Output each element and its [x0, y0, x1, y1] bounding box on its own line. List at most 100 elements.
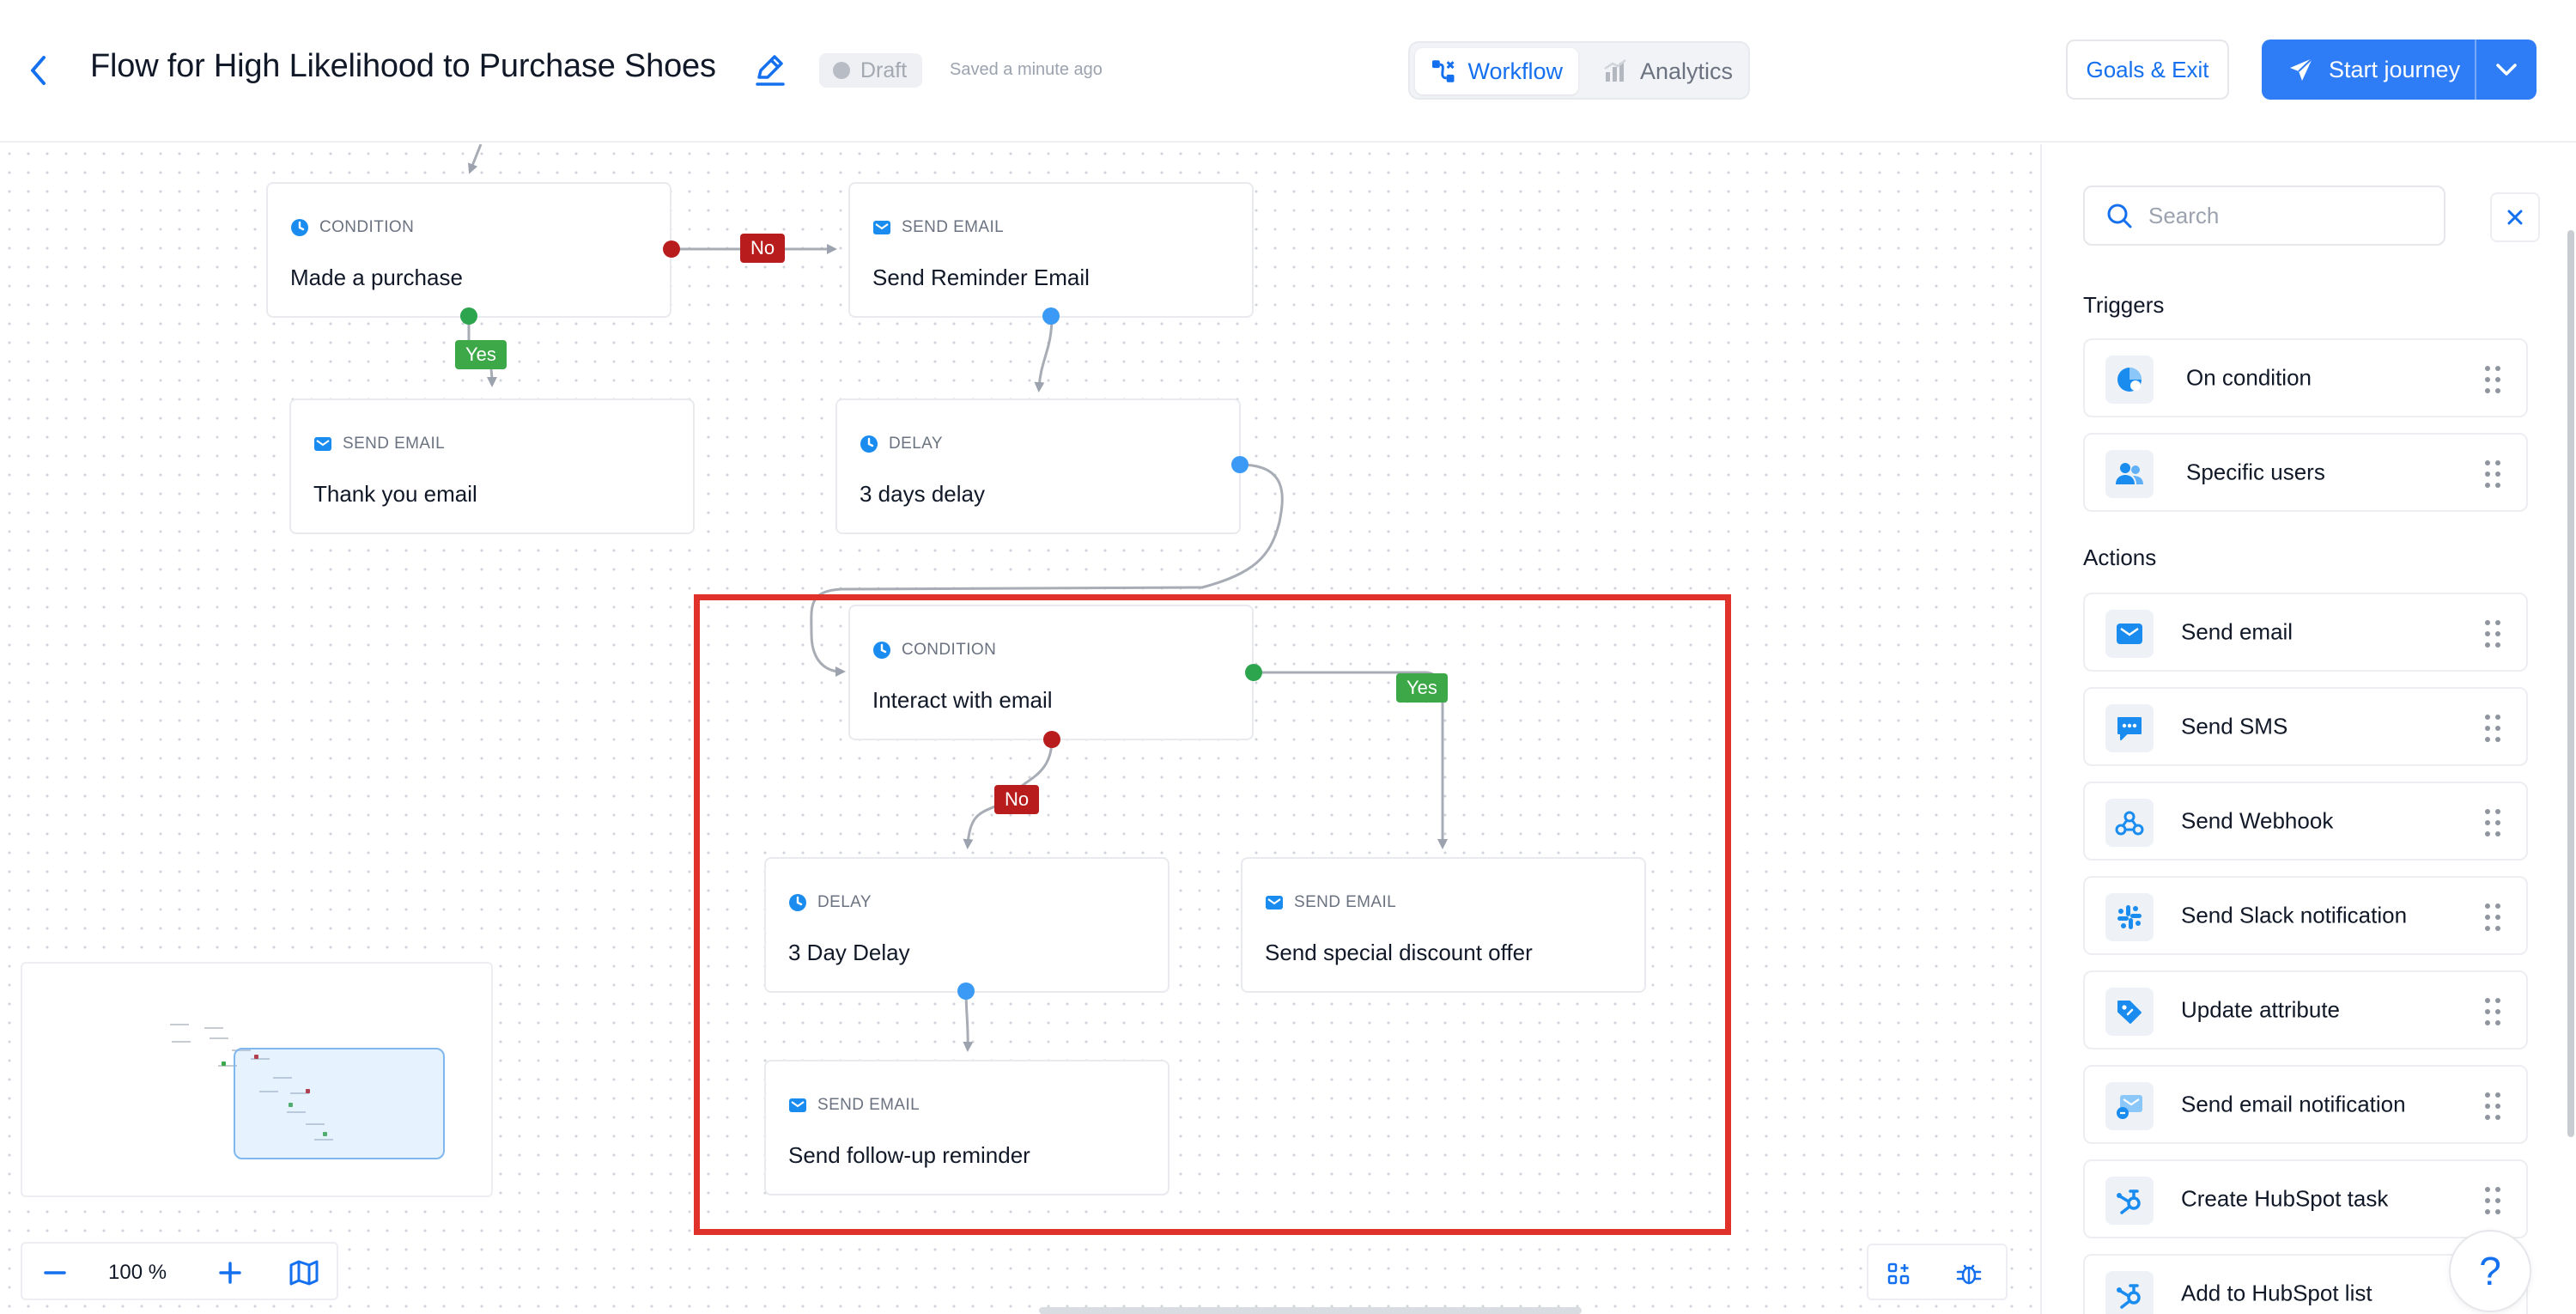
- node-type: CONDITION: [290, 218, 414, 237]
- handle-purchase-yes[interactable]: [460, 307, 477, 325]
- paper-plane-icon: [2290, 58, 2313, 81]
- node-label: 3 days delay: [860, 481, 985, 507]
- start-journey-main[interactable]: Start journey: [2262, 40, 2475, 100]
- minimap-marker: [254, 1055, 258, 1059]
- action-send-webhook[interactable]: Send Webhook: [2083, 782, 2528, 861]
- node-type: DELAY: [860, 435, 943, 453]
- drag-handle-icon[interactable]: [2485, 366, 2502, 393]
- mail-icon: [314, 437, 331, 451]
- search-icon: [2107, 204, 2132, 228]
- top-header: Flow for High Likelihood to Purchase Sho…: [0, 0, 2576, 143]
- edge-entry: [468, 144, 483, 174]
- handle-delay-out[interactable]: [1231, 456, 1249, 473]
- mail-icon: [2105, 610, 2154, 658]
- zoom-out-button[interactable]: [34, 1252, 76, 1293]
- node-label: Interact with email: [872, 687, 1053, 713]
- sms-icon: [2105, 704, 2154, 752]
- minimap[interactable]: [21, 962, 493, 1197]
- node-send-follow-up-reminder[interactable]: SEND EMAIL Send follow-up reminder: [764, 1060, 1170, 1195]
- goals-exit-button[interactable]: Goals & Exit: [2066, 40, 2229, 100]
- workflow-canvas[interactable]: CONDITION Made a purchase SEND EMAIL Sen…: [0, 144, 2040, 1314]
- node-send-special-discount-offer[interactable]: SEND EMAIL Send special discount offer: [1241, 857, 1646, 993]
- auto-layout-button[interactable]: [1879, 1254, 1918, 1293]
- node-type: SEND EMAIL: [788, 1096, 920, 1115]
- close-icon: [2507, 210, 2523, 225]
- action-label: Create HubSpot task: [2181, 1185, 2389, 1212]
- minimap-node: [287, 1111, 306, 1113]
- trigger-on-condition[interactable]: On condition: [2083, 338, 2528, 417]
- node-type-label: SEND EMAIL: [902, 218, 1005, 236]
- mail-icon: [1266, 896, 1283, 909]
- node-3-day-delay[interactable]: DELAY 3 Day Delay: [764, 857, 1170, 993]
- action-create-hubspot-task[interactable]: Create HubSpot task: [2083, 1159, 2528, 1238]
- help-button[interactable]: ?: [2449, 1230, 2531, 1312]
- minimap-viewport[interactable]: [234, 1048, 445, 1159]
- minimap-node: [306, 1123, 325, 1125]
- close-panel-button[interactable]: [2490, 192, 2540, 242]
- minimap-node: [204, 1027, 223, 1029]
- zoom-in-button[interactable]: [210, 1252, 251, 1293]
- start-journey-button[interactable]: Start journey: [2262, 40, 2537, 100]
- trigger-specific-users[interactable]: Specific users: [2083, 433, 2528, 512]
- minimap-node: [290, 1092, 309, 1094]
- node-3-days-delay[interactable]: DELAY 3 days delay: [835, 398, 1241, 534]
- drag-handle-icon[interactable]: [2485, 460, 2502, 488]
- drag-handle-icon[interactable]: [2485, 715, 2502, 742]
- search-placeholder: Search: [2148, 202, 2220, 228]
- action-update-attribute[interactable]: Update attribute: [2083, 970, 2528, 1049]
- status-dot-icon: [833, 62, 850, 79]
- start-journey-label: Start journey: [2329, 56, 2461, 82]
- minus-icon: [44, 1271, 66, 1274]
- node-label: Thank you email: [313, 481, 477, 507]
- drag-handle-icon[interactable]: [2485, 620, 2502, 648]
- edit-pencil-icon[interactable]: [752, 52, 788, 88]
- chevron-down-icon: [2496, 64, 2517, 76]
- tool-controls: [1867, 1244, 2008, 1300]
- actions-heading: Actions: [2083, 544, 2157, 570]
- debug-button[interactable]: [1949, 1254, 1989, 1293]
- tab-analytics[interactable]: Analytics: [1587, 48, 1748, 94]
- handle-interact-no[interactable]: [1043, 731, 1060, 748]
- handle-reminder-out[interactable]: [1042, 307, 1060, 325]
- drag-handle-icon[interactable]: [2485, 998, 2502, 1025]
- node-type-label: SEND EMAIL: [1294, 893, 1397, 911]
- users-icon: [2105, 450, 2154, 498]
- view-toggle: Workflow Analytics: [1408, 41, 1750, 100]
- node-interact-with-email[interactable]: CONDITION Interact with email: [848, 605, 1254, 740]
- minimap-node: [210, 1037, 228, 1039]
- button-divider: [2475, 40, 2476, 100]
- node-send-reminder-email[interactable]: SEND EMAIL Send Reminder Email: [848, 182, 1254, 318]
- tag-icon: [2105, 988, 2154, 1036]
- handle-purchase-no[interactable]: [663, 240, 680, 258]
- clock-icon: [789, 894, 806, 911]
- clock-icon: [291, 219, 308, 236]
- handle-day-delay-out[interactable]: [957, 982, 975, 1000]
- action-send-email[interactable]: Send email: [2083, 593, 2528, 672]
- edge-label-yes: Yes: [455, 340, 507, 369]
- mail-icon: [789, 1098, 806, 1112]
- node-made-a-purchase[interactable]: CONDITION Made a purchase: [266, 182, 671, 318]
- tab-analytics-label: Analytics: [1640, 58, 1734, 84]
- tab-workflow[interactable]: Workflow: [1415, 48, 1578, 94]
- analytics-icon: [1604, 59, 1626, 82]
- back-button[interactable]: [19, 50, 57, 91]
- action-send-email-notification[interactable]: Send email notification: [2083, 1065, 2528, 1144]
- layout-icon: [1887, 1262, 1910, 1285]
- node-label: Send special discount offer: [1265, 940, 1533, 965]
- action-send-sms[interactable]: Send SMS: [2083, 687, 2528, 766]
- start-journey-dropdown[interactable]: [2476, 40, 2537, 100]
- horizontal-scrollbar[interactable]: [1039, 1307, 1582, 1314]
- drag-handle-icon[interactable]: [2485, 809, 2502, 836]
- drag-handle-icon[interactable]: [2485, 1187, 2502, 1214]
- node-thank-you-email[interactable]: SEND EMAIL Thank you email: [289, 398, 695, 534]
- sidebar-scrollbar[interactable]: [2567, 230, 2574, 1137]
- minimap-toggle-button[interactable]: [283, 1252, 325, 1293]
- drag-handle-icon[interactable]: [2485, 903, 2502, 931]
- search-input[interactable]: Search: [2083, 186, 2445, 246]
- trigger-label: Specific users: [2186, 459, 2325, 485]
- minimap-node: [259, 1091, 278, 1092]
- drag-handle-icon[interactable]: [2485, 1092, 2502, 1120]
- action-send-slack-notification[interactable]: Send Slack notification: [2083, 876, 2528, 955]
- handle-interact-yes[interactable]: [1245, 664, 1262, 681]
- minimap-marker: [306, 1089, 310, 1093]
